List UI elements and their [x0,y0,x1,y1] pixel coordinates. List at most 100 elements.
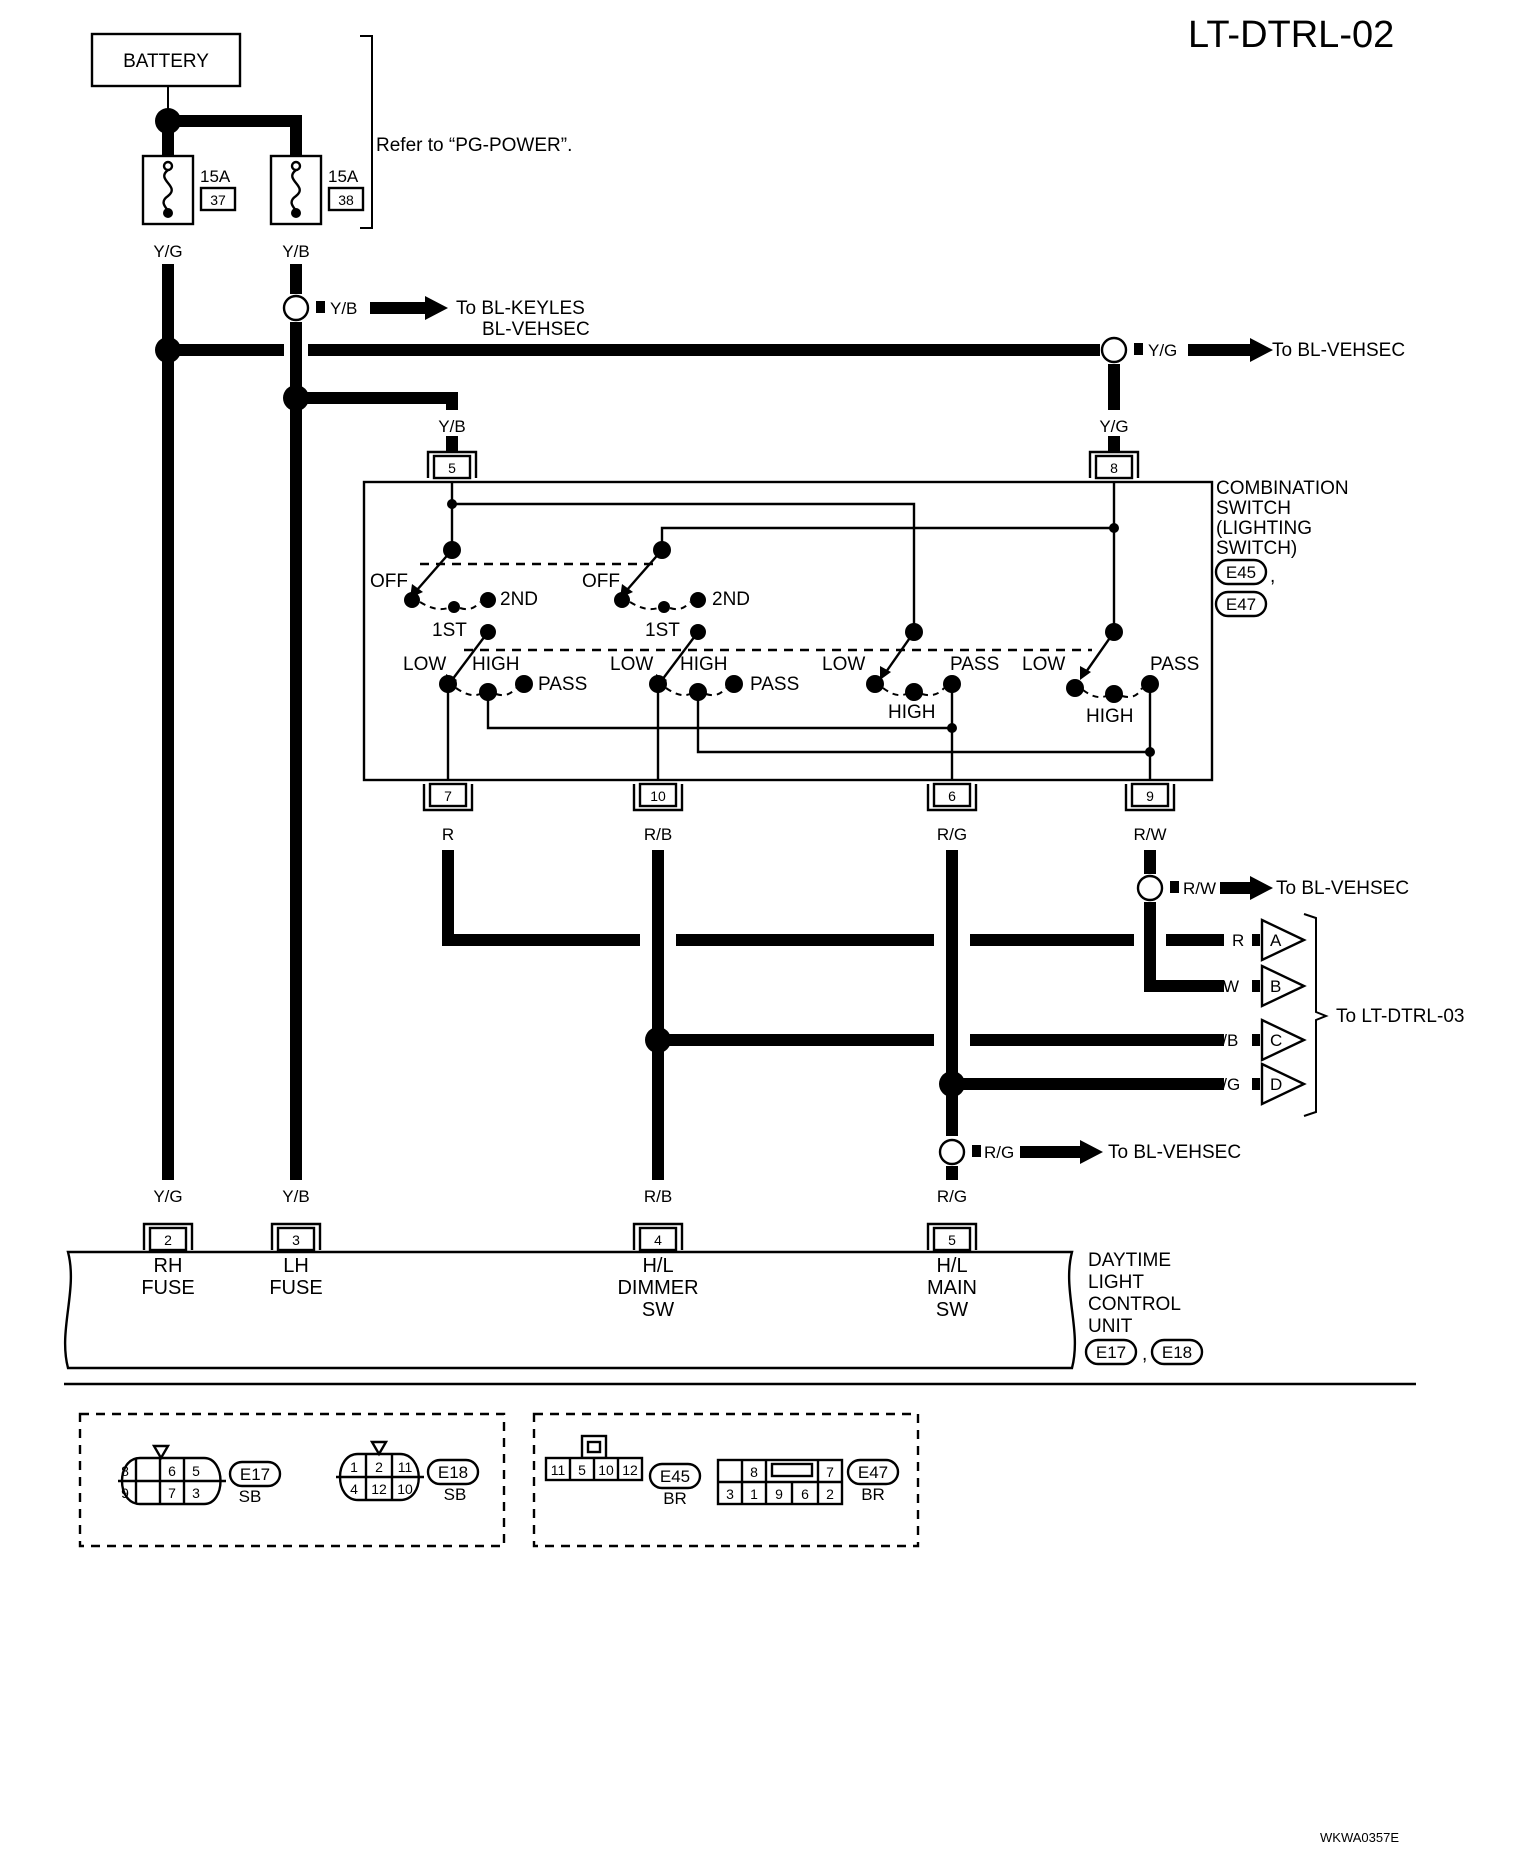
unit-pin-4: 4 [632,1222,684,1252]
switch-pin9-number: 9 [1146,788,1154,804]
e18-pin-t1: 1 [350,1459,358,1475]
battery: BATTERY [90,32,242,88]
keyles-branch-dest-2: BL-VEHSEC [482,319,590,340]
switch-pin-8: 8 [1088,450,1140,480]
switch-pin7-wire: R [442,825,454,844]
switch-connector-sep: , [1270,566,1275,587]
e18-pin-b3: 10 [397,1481,413,1497]
fuse-38-number: 38 [338,192,354,208]
unit-pin4-wire: R/B [644,1187,672,1206]
connector-views-left-frame [78,1412,506,1548]
fuse-37-number: 37 [210,192,226,208]
unit-pin5-number: 5 [948,1232,956,1248]
pos-low-1: LOW [403,654,446,675]
switch-pin-7: 7 R [422,782,474,844]
unit-pin-3: 3 [270,1222,322,1252]
fuse-38-amps: 15A [328,167,359,186]
unit-pin-labels: RH FUSE LH FUSE H/L DIMMER SW H/L MAIN S… [141,1255,977,1321]
e45-pin-4: 12 [622,1462,638,1478]
e47-color: BR [861,1485,885,1504]
combination-switch-body [362,480,1214,782]
e18-pin-b1: 4 [350,1481,358,1497]
e17-pin-b4: 3 [192,1485,200,1501]
connector-e18-face: 1 2 11 4 12 10 E18 SB [336,1440,480,1504]
switch-pin10-wire: R/B [644,825,672,844]
unit-connector-2: E18 [1162,1343,1192,1362]
vehsec-yg-wire: Y/G [1148,341,1177,360]
conn-d-wire: R/G [1210,1075,1240,1094]
pos-pass-3: PASS [950,654,999,675]
conn-b-letter: B [1270,977,1281,996]
fuse-38-wire: Y/B [282,242,309,261]
e18-id: E18 [438,1463,468,1482]
e47-pin-t4: 7 [826,1464,834,1480]
e18-pin-b2: 12 [371,1481,387,1497]
switch-pin6-wire: R/G [937,825,967,844]
pos-pass-2: PASS [750,674,799,695]
vehsec-rw-dest: To BL-VEHSEC [1276,878,1409,899]
unit-pin2-label-2: FUSE [141,1277,194,1299]
e45-color: BR [663,1489,687,1508]
pos-2nd-1: 2ND [500,589,538,610]
keyles-branch-dest-1: To BL-KEYLES [456,298,585,319]
unit-pin-5: 5 [926,1222,978,1252]
keyles-branch-wire: Y/B [330,299,357,318]
unit-pin2-wire: Y/G [153,1187,182,1206]
unit-pin5-label-2: MAIN [927,1277,977,1299]
e47-id: E47 [858,1463,888,1482]
e47-pin-t2: 8 [750,1464,758,1480]
unit-pin4-label-3: SW [642,1299,674,1321]
e17-id: E17 [240,1465,270,1484]
unit-pin3-number: 3 [292,1232,300,1248]
switch-pin10-number: 10 [650,788,666,804]
switch-pin-10: 10 R/B [632,782,684,844]
switch-pin6-number: 6 [948,788,956,804]
switch-pin-9: 9 R/W [1124,782,1176,844]
control-unit-body [63,1250,1077,1370]
unit-name-line-2: LIGHT [1088,1272,1144,1293]
e47-pin-b2: 1 [750,1486,758,1502]
switch-name-line-2: SWITCH [1216,498,1291,519]
e47-pin-b5: 2 [826,1486,834,1502]
control-unit-label: DAYTIME LIGHT CONTROL UNIT E17 , E18 [1084,1250,1204,1366]
fuse-37-amps: 15A [200,167,231,186]
conn-b-wire: R/W [1206,977,1239,996]
e47-pin-b1: 3 [726,1486,734,1502]
unit-pin3-label-2: FUSE [269,1277,322,1299]
switch-connector-2: E47 [1226,595,1256,614]
unit-connector-1: E17 [1096,1343,1126,1362]
unit-pin4-number: 4 [654,1232,662,1248]
unit-connector-sep: , [1142,1344,1147,1365]
fuse-37-wire: Y/G [153,242,182,261]
fuse-37: 15A 37 [141,154,237,226]
conn-a-wire: R [1232,931,1244,950]
pos-2nd-2: 2ND [712,589,750,610]
unit-pin2-number: 2 [164,1232,172,1248]
connector-e45-face: 11 5 10 12 E45 BR [544,1434,702,1508]
switch-name-line-4: SWITCH) [1216,538,1297,559]
pos-high-1: HIGH [472,654,520,675]
figure-id: WKWA0357E [1320,1830,1399,1845]
e17-pin-t1: 8 [121,1463,129,1479]
pos-off-1: OFF [370,571,408,592]
off-page-connector-a: R A [1232,918,1307,962]
pos-low-4: LOW [1022,654,1065,675]
connector-e47-face: 8 7 3 1 9 6 2 E47 BR [716,1458,900,1506]
unit-pin2-label-1: RH [154,1255,183,1277]
switch-pin8-number: 8 [1110,460,1118,476]
e17-pin-b3: 7 [168,1485,176,1501]
conn-c-letter: C [1270,1031,1282,1050]
e45-pin-2: 5 [578,1462,586,1478]
vehsec-rw-wire: R/W [1183,879,1216,898]
switch-pin-5: 5 [426,450,478,480]
battery-label: BATTERY [123,51,209,72]
e17-pin-t3: 6 [168,1463,176,1479]
unit-pin5-label-3: SW [936,1299,968,1321]
pos-1st-1: 1ST [432,620,467,641]
unit-pin3-wire: Y/B [282,1187,309,1206]
connector-views-right-frame [532,1412,920,1548]
e45-pin-1: 11 [551,1462,566,1478]
vehsec-rg-wire: R/G [984,1143,1014,1162]
e18-pin-t3: 11 [398,1459,413,1475]
e18-color: SB [444,1485,467,1504]
